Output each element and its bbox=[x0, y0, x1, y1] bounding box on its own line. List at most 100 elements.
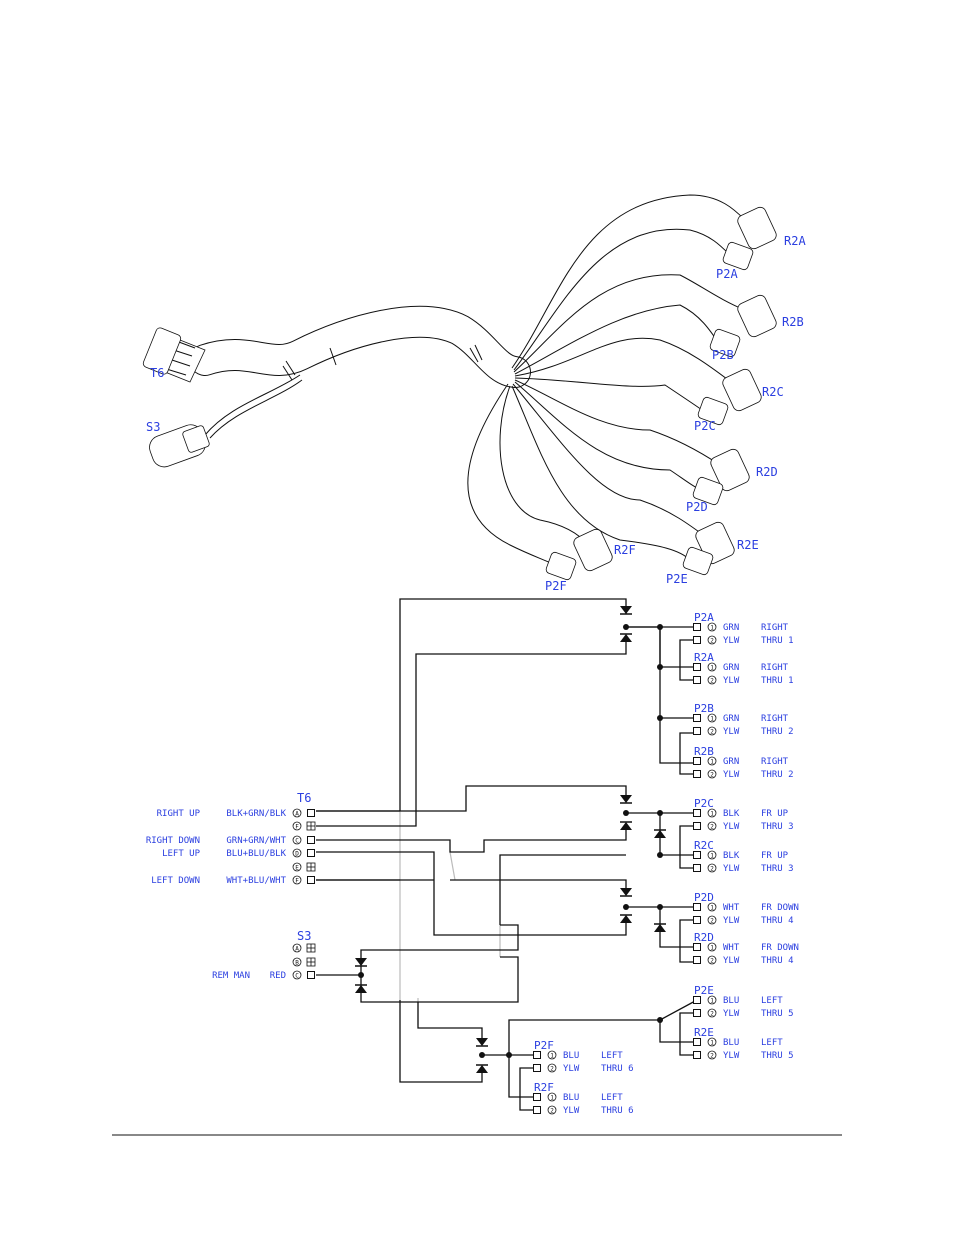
terminal-box bbox=[533, 1093, 541, 1101]
pin-letter: 1 bbox=[550, 1053, 554, 1060]
connector-name: R2A bbox=[694, 651, 714, 664]
terminal-box bbox=[693, 822, 701, 830]
pin-letter: A bbox=[295, 946, 299, 953]
pin-letter: 1 bbox=[710, 1040, 714, 1047]
r2c-label: R2C bbox=[762, 385, 784, 399]
pin-marker: 2 bbox=[707, 1050, 717, 1060]
t6-function-label: LEFT UP bbox=[162, 849, 201, 859]
terminal-box bbox=[307, 836, 315, 844]
wire-color-label: YLW bbox=[723, 956, 740, 966]
s3-connector-icon bbox=[149, 374, 303, 468]
pin-letter: 1 bbox=[710, 665, 714, 672]
pin-marker: 2 bbox=[707, 863, 717, 873]
wire-color-label: BLU bbox=[723, 996, 739, 1006]
connector-name: R2E bbox=[694, 1026, 714, 1039]
pin-letter: 2 bbox=[710, 918, 714, 925]
wire-color-label: GRN bbox=[723, 714, 739, 724]
s3-function-label: REM MAN bbox=[212, 971, 250, 981]
wire-color-label: BLK bbox=[723, 809, 740, 819]
circuit-function-label: LEFT bbox=[601, 1051, 623, 1061]
t6-title: T6 bbox=[297, 791, 311, 805]
pin-letter: F bbox=[295, 878, 299, 885]
pin-marker: 1 bbox=[707, 662, 717, 672]
wire-color-label: GRN bbox=[723, 663, 739, 673]
schematic-wires bbox=[316, 598, 698, 1111]
terminal-box bbox=[693, 727, 701, 735]
pin-marker: 2 bbox=[707, 821, 717, 831]
terminal-box bbox=[693, 996, 701, 1004]
circuit-function-label: THRU 1 bbox=[761, 636, 794, 646]
pin-marker: E bbox=[292, 862, 302, 872]
pin-marker: 1 bbox=[707, 902, 717, 912]
pin-marker: 1 bbox=[707, 942, 717, 952]
circuit-function-label: THRU 5 bbox=[761, 1009, 794, 1019]
pin-letter: 2 bbox=[550, 1108, 554, 1115]
pin-letter: D bbox=[295, 851, 299, 858]
harness-illustration: T6 S3 R2A P2A R2B P2B R2C P2C R2D P2D R2… bbox=[142, 194, 806, 593]
p2f-label: P2F bbox=[545, 579, 567, 593]
circuit-function-label: THRU 3 bbox=[761, 822, 794, 832]
wire-color-label: YLW bbox=[723, 864, 740, 874]
pin-marker: B bbox=[292, 957, 302, 967]
t6-connector-icon bbox=[142, 327, 206, 383]
circuit-function-label: RIGHT bbox=[761, 714, 789, 724]
terminal-box bbox=[693, 636, 701, 644]
circuit-function-label: FR DOWN bbox=[761, 943, 799, 953]
wire-color-label: YLW bbox=[563, 1106, 580, 1116]
wire-color-label: YLW bbox=[723, 1051, 740, 1061]
terminal-box bbox=[693, 943, 701, 951]
wire-color-label: BLU bbox=[723, 1038, 739, 1048]
pin-marker: 1 bbox=[547, 1050, 557, 1060]
pin-letter: 2 bbox=[710, 1011, 714, 1018]
circuit-function-label: THRU 6 bbox=[601, 1106, 634, 1116]
connector-name: R2F bbox=[534, 1081, 554, 1094]
terminal-box bbox=[693, 770, 701, 778]
connector-name: R2C bbox=[694, 839, 714, 852]
t6-label: T6 bbox=[150, 366, 164, 380]
unused-cavity-icon bbox=[306, 821, 316, 831]
wire-color-label: GRN bbox=[723, 757, 739, 767]
wire-color-label: YLW bbox=[723, 1009, 740, 1019]
pin-marker: F bbox=[292, 875, 302, 885]
wire-color-label: YLW bbox=[723, 916, 740, 926]
p2d-label: P2D bbox=[686, 500, 708, 514]
p2a-label: P2A bbox=[716, 267, 738, 281]
pin-marker: 1 bbox=[707, 850, 717, 860]
terminal-box bbox=[693, 916, 701, 924]
pin-letter: 1 bbox=[710, 811, 714, 818]
pin-letter: 2 bbox=[710, 772, 714, 779]
t6-function-label: RIGHT UP bbox=[157, 809, 201, 819]
pin-marker: 1 bbox=[707, 622, 717, 632]
connector-name: P2D bbox=[694, 891, 714, 904]
unused-cavity-icon bbox=[306, 862, 316, 872]
pin-marker: 1 bbox=[707, 995, 717, 1005]
pin-letter: 1 bbox=[710, 905, 714, 912]
pin-letter: 2 bbox=[550, 1066, 554, 1073]
t6-wire-color: GRN+GRN/WHT bbox=[226, 836, 286, 846]
pin-letter: E bbox=[295, 865, 299, 872]
pin-marker: A bbox=[292, 808, 302, 818]
pin-marker: 2 bbox=[707, 635, 717, 645]
pin-letter: 1 bbox=[710, 759, 714, 766]
circuit-function-label: THRU 1 bbox=[761, 676, 794, 686]
pin-letter: B bbox=[295, 960, 299, 967]
unused-cavity-icon bbox=[306, 957, 316, 967]
pin-marker: 1 bbox=[707, 808, 717, 818]
connector-name: R2D bbox=[694, 931, 714, 944]
pin-letter: 2 bbox=[710, 824, 714, 831]
circuit-function-label: RIGHT bbox=[761, 757, 789, 767]
connector-name: P2E bbox=[694, 984, 714, 997]
pin-marker: 1 bbox=[547, 1092, 557, 1102]
